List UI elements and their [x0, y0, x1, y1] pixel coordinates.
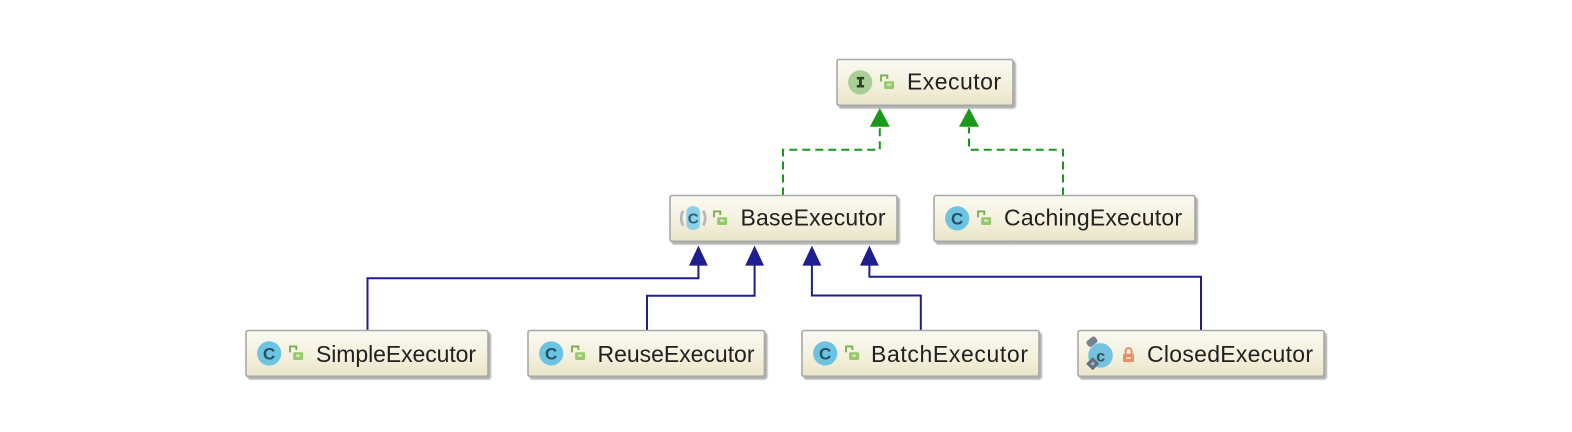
svg-text:ReuseExecutor: ReuseExecutor	[598, 341, 755, 367]
svg-text:C: C	[951, 210, 963, 229]
svg-text:C: C	[545, 345, 557, 364]
svg-text:SimpleExecutor: SimpleExecutor	[316, 341, 476, 367]
svg-text:C: C	[263, 345, 275, 364]
svg-text:ClosedExecutor: ClosedExecutor	[1147, 341, 1313, 367]
svg-text:BatchExecutor: BatchExecutor	[871, 341, 1028, 367]
svg-text:C: C	[688, 210, 699, 227]
svg-text:C: C	[819, 345, 831, 364]
svg-text:Executor: Executor	[907, 68, 1001, 94]
svg-text:CachingExecutor: CachingExecutor	[1004, 205, 1182, 231]
svg-text:c: c	[1096, 349, 1105, 366]
svg-text:BaseExecutor: BaseExecutor	[741, 205, 886, 231]
